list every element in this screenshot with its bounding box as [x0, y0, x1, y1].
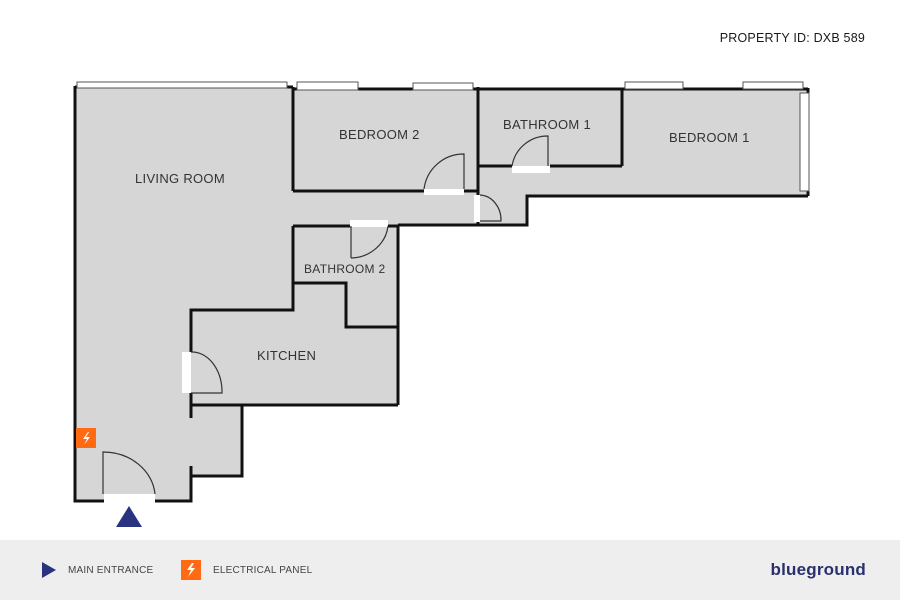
room-label-bedroom-2: BEDROOM 2: [339, 127, 420, 142]
electrical-panel-marker: [76, 428, 96, 448]
legend-footer: MAIN ENTRANCE ELECTRICAL PANEL bluegroun…: [0, 540, 900, 600]
entrance-arrow-icon: [42, 562, 56, 578]
main-entrance-marker: [116, 506, 142, 527]
floor-area: [75, 87, 808, 501]
room-label-kitchen: KITCHEN: [257, 348, 317, 363]
legend-main-entrance-label: MAIN ENTRANCE: [68, 564, 154, 576]
windows: [76, 81, 810, 192]
room-label-living-room: LIVING ROOM: [135, 171, 225, 186]
floor-plan: [73, 81, 810, 527]
electrical-panel-icon: [181, 560, 201, 580]
legend-main-entrance: MAIN ENTRANCE: [41, 540, 153, 600]
room-label-bathroom-2: BATHROOM 2: [304, 262, 386, 276]
brand-logo: blueground: [770, 560, 866, 579]
legend-electrical-panel-label: ELECTRICAL PANEL: [213, 564, 313, 576]
property-id: PROPERTY ID: DXB 589: [719, 31, 865, 45]
doors: [102, 135, 550, 504]
room-label-bedroom-1: BEDROOM 1: [669, 130, 750, 145]
legend-electrical-panel: ELECTRICAL PANEL: [181, 540, 312, 600]
room-label-bathroom-1: BATHROOM 1: [503, 117, 591, 132]
